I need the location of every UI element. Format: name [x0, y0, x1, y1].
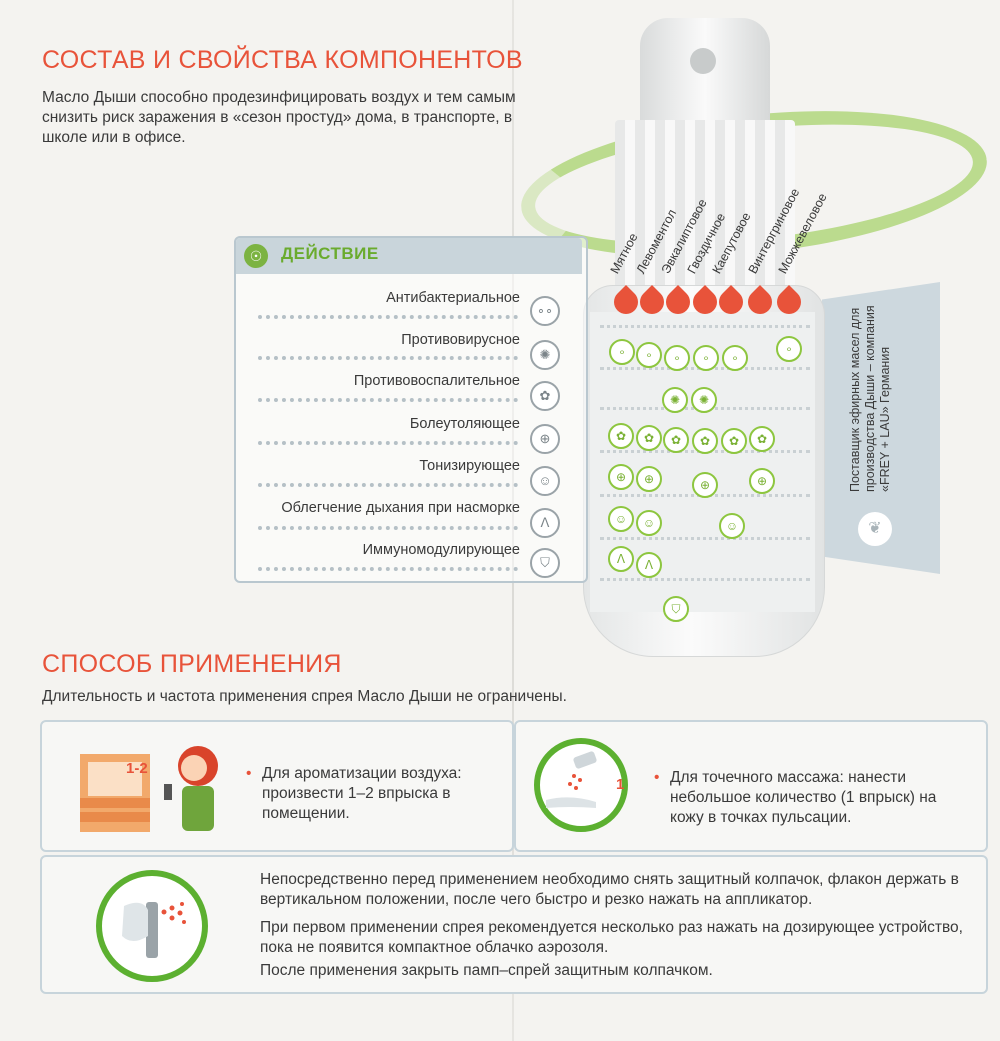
target-icon: ⊕ — [530, 424, 560, 454]
bacteria-icon: ∘∘ — [530, 296, 560, 326]
action-item: Облегчение дыхания при насморке — [281, 500, 520, 516]
anti-inflammatory-icon: ✿ — [749, 426, 775, 452]
action-item: Противовирусное — [401, 332, 520, 348]
instruction-paragraph: Непосредственно перед применением необхо… — [260, 871, 959, 908]
row-divider — [258, 441, 518, 445]
virus-icon: ✺ — [662, 387, 688, 413]
action-item: Тонизирующее — [419, 458, 520, 474]
row-divider — [258, 398, 518, 402]
smile-icon: ☺ — [608, 506, 634, 532]
anti-inflammatory-icon: ✿ — [636, 425, 662, 451]
smile-icon: ☺ — [530, 466, 560, 496]
smile-icon: ☺ — [636, 510, 662, 536]
target-icon: ⊕ — [749, 468, 775, 494]
shield-icon: ⛉ — [663, 596, 689, 622]
nose-icon: ᐱ — [530, 508, 560, 538]
virus-icon: ✺ — [530, 340, 560, 370]
air-usage-text: Для ароматизации воздуха: произвести 1–2… — [246, 764, 502, 824]
instruction-paragraph: После применения закрыть памп–спрей защи… — [260, 962, 713, 979]
action-panel-header — [236, 238, 582, 274]
row-divider — [258, 356, 518, 360]
row-divider — [258, 526, 518, 530]
anti-inflammatory-icon: ✿ — [608, 423, 634, 449]
anti-inflammatory-icon: ✿ — [530, 381, 560, 411]
row-divider — [258, 567, 518, 571]
supplier-text: Поставщик эфирных масел для производства… — [848, 305, 892, 492]
spray-count-label: 1-2 — [126, 760, 148, 777]
shield-icon: ⛉ — [530, 548, 560, 578]
action-item: Антибактериальное — [386, 290, 520, 306]
action-panel — [234, 236, 588, 583]
composition-intro: Масло Дыши способно продезинфицировать в… — [42, 89, 516, 146]
row-divider — [600, 537, 810, 540]
instruction-paragraph: При первом применении спрея рекомендуетс… — [260, 919, 963, 956]
anti-inflammatory-icon: ✿ — [692, 428, 718, 454]
usage-subtitle: Длительность и частота применения спрея … — [42, 688, 567, 705]
target-icon: ⊕ — [608, 464, 634, 490]
row-divider — [258, 315, 518, 319]
bacteria-icon: ∘ — [636, 342, 662, 368]
bottle-neck — [615, 120, 795, 290]
nose-icon: ᐱ — [608, 546, 634, 572]
room-spray-illustration — [80, 746, 218, 832]
row-divider — [258, 483, 518, 487]
target-icon: ⊕ — [692, 472, 718, 498]
bacteria-icon: ∘ — [776, 336, 802, 362]
bacteria-icon: ∘ — [722, 345, 748, 371]
massage-usage-text: Для точечного массажа: нанести небольшое… — [654, 768, 970, 828]
action-item: Иммуномодулирующее — [362, 542, 520, 558]
anti-inflammatory-icon: ✿ — [663, 427, 689, 453]
target-icon: ⊕ — [636, 466, 662, 492]
smile-icon: ☺ — [719, 513, 745, 539]
nose-icon: ᐱ — [636, 552, 662, 578]
composition-title: СОСТАВ И СВОЙСТВА КОМПОНЕНТОВ — [42, 46, 523, 74]
hand-spray-icon — [546, 751, 597, 808]
bacteria-icon: ∘ — [693, 345, 719, 371]
action-item: Противовоспалительное — [353, 373, 520, 389]
massage-circle — [534, 738, 628, 832]
press-spray-icon — [122, 902, 186, 958]
action-item: Болеутоляющее — [409, 416, 520, 432]
anti-inflammatory-icon: ✿ — [721, 428, 747, 454]
row-divider — [600, 578, 810, 581]
spray-count-label: 1 — [616, 776, 625, 793]
leaf-icon: ❦ — [858, 512, 892, 546]
bacteria-icon: ∘ — [609, 339, 635, 365]
usage-title: СПОСОБ ПРИМЕНЕНИЯ — [42, 650, 342, 678]
row-divider — [600, 325, 810, 328]
bacteria-icon: ∘ — [664, 345, 690, 371]
spray-nozzle-hole — [690, 48, 716, 74]
virus-icon: ✺ — [691, 387, 717, 413]
action-icon: ☉ — [244, 244, 268, 268]
action-title: ДЕЙСТВИЕ — [281, 244, 379, 263]
